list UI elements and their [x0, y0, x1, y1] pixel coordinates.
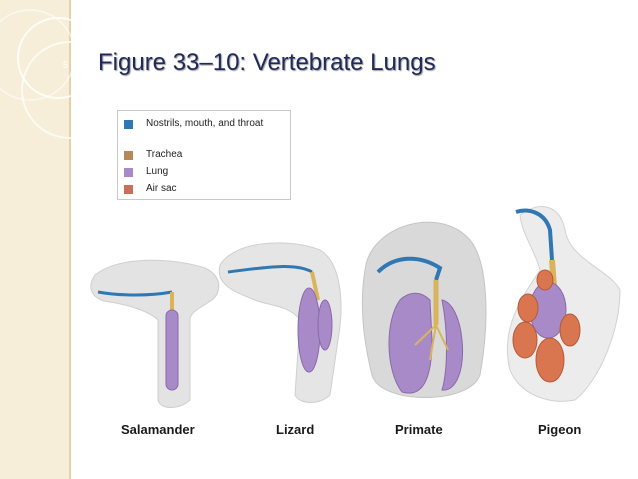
decorative-circles: [0, 9, 119, 139]
lizard-figure: [218, 242, 342, 403]
salamander-figure: [90, 259, 220, 408]
slide-number: 5: [63, 60, 69, 70]
legend-swatch-trachea: [124, 151, 133, 160]
legend-swatch-lung: [124, 168, 133, 177]
legend-label: Lung: [146, 166, 169, 177]
slide-title: Figure 33–10: Vertebrate Lungs: [98, 49, 436, 76]
band-divider: [69, 0, 71, 479]
label-salamander: Salamander: [121, 422, 195, 437]
label-lizard: Lizard: [276, 422, 315, 437]
label-pigeon: Pigeon: [538, 422, 582, 437]
legend-label: Air sac: [146, 183, 177, 194]
legend-swatch-airway: [124, 120, 133, 129]
pigeon-figure: [506, 206, 621, 402]
left-decorative-band: [0, 0, 69, 479]
label-primate: Primate: [395, 422, 443, 437]
legend-label: Trachea: [146, 149, 183, 160]
legend: Nostrils, mouth, and throat Trachea Lung…: [117, 110, 291, 200]
legend-label: Nostrils, mouth, and throat: [146, 118, 264, 129]
primate-figure: [361, 221, 487, 398]
legend-swatch-air-sac: [124, 185, 133, 194]
